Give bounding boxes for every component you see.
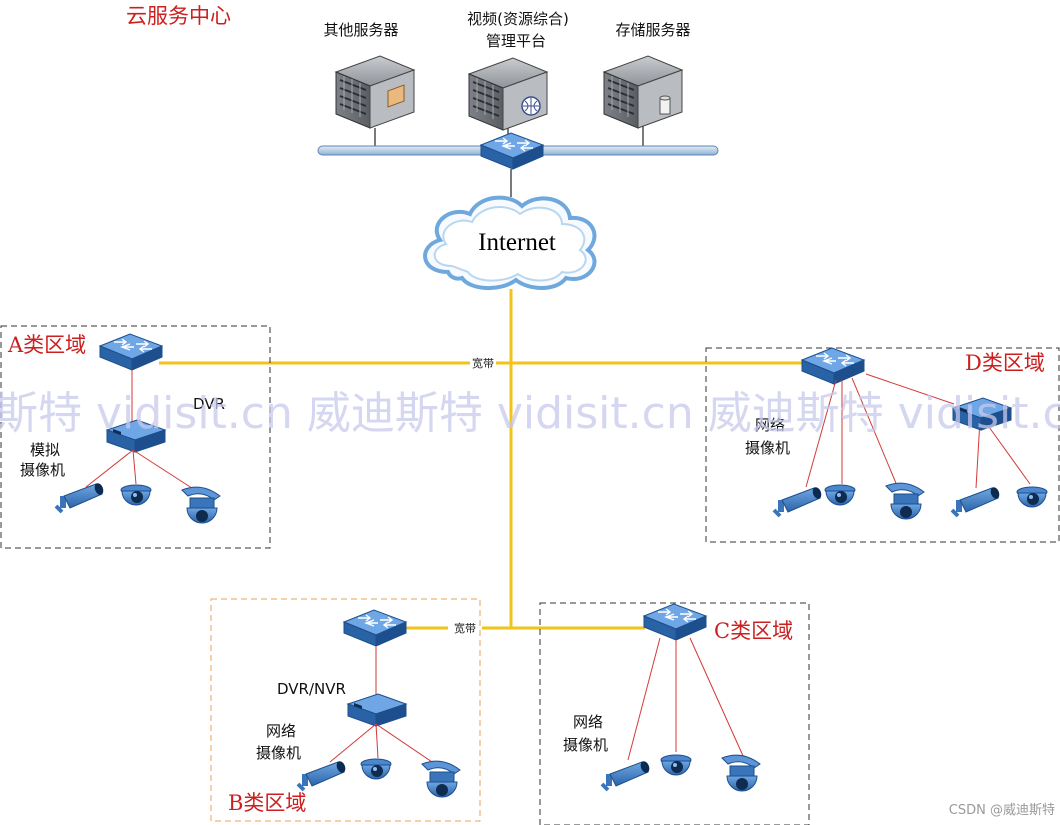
zone-d-bullet-camera-icon-1 bbox=[772, 483, 825, 518]
zone-a-ptz-camera-icon bbox=[181, 486, 221, 524]
zone-b-camera-label-2: 摄像机 bbox=[256, 744, 301, 762]
zone-b-dvr-icon bbox=[347, 693, 407, 727]
broadband-links bbox=[159, 289, 806, 630]
zone-d-bullet-camera-icon-2 bbox=[950, 483, 1003, 518]
zone-a-camera-label-2: 摄像机 bbox=[20, 461, 65, 479]
zone-b-ptz-camera-icon bbox=[421, 760, 461, 798]
zone-a-switch-icon bbox=[99, 333, 163, 371]
zone-d-switch-icon bbox=[801, 347, 865, 385]
internet-label: Internet bbox=[478, 229, 556, 256]
broadband-label-bottom: 宽带 bbox=[454, 621, 476, 635]
zone-b-bullet-camera-icon bbox=[296, 757, 349, 792]
zone-c-ptz-camera-icon bbox=[721, 754, 761, 792]
other-server-icon bbox=[335, 55, 415, 129]
zone-b-dome-camera-icon bbox=[360, 758, 392, 780]
zone-c-switch-icon bbox=[643, 603, 707, 641]
zone-b-dvr-label: DVR/NVR bbox=[277, 680, 346, 698]
video-platform-label-2: 管理平台 bbox=[486, 32, 546, 50]
storage-server-icon bbox=[603, 55, 683, 129]
zone-d-dome-camera-icon-1 bbox=[824, 484, 856, 506]
zone-d-dome-camera-icon-2 bbox=[1016, 486, 1048, 508]
zone-a-dvr-label: DVR bbox=[193, 395, 225, 413]
cloud-center-title: 云服务中心 bbox=[126, 4, 231, 28]
zone-d-camera-label-1: 网络 bbox=[755, 416, 785, 434]
zone-c-title: C类区域 bbox=[714, 619, 793, 643]
zone-a-bullet-camera-icon bbox=[54, 479, 107, 514]
zone-a-title: A类区域 bbox=[7, 333, 86, 357]
zone-c-bullet-camera-icon bbox=[600, 757, 653, 792]
internet-cloud bbox=[423, 195, 597, 291]
zone-c-box bbox=[539, 602, 810, 825]
broadband-label-top: 宽带 bbox=[472, 356, 494, 370]
watermark-text: 斯特 vidisit.cn 威迪斯特 vidisit.cn 威迪斯特 vidis… bbox=[0, 388, 1060, 439]
zone-a-box bbox=[0, 325, 271, 549]
zone-d-title: D类区域 bbox=[965, 351, 1045, 375]
zone-c-dome-camera-icon bbox=[660, 754, 692, 776]
zone-c-camera-label-2: 摄像机 bbox=[563, 736, 608, 754]
video-platform-server-icon bbox=[468, 57, 548, 131]
zone-d-box bbox=[705, 347, 1060, 543]
zone-a-camera-label-1: 模拟 bbox=[30, 441, 60, 459]
storage-server-label: 存储服务器 bbox=[615, 21, 690, 39]
zone-d-ptz-camera-icon bbox=[885, 482, 925, 520]
zone-d-camera-label-2: 摄像机 bbox=[745, 439, 790, 457]
zone-b-switch-icon bbox=[343, 609, 407, 647]
zone-b-box bbox=[210, 598, 481, 822]
zone-b-title: B类区域 bbox=[228, 791, 306, 815]
other-server-label: 其他服务器 bbox=[323, 21, 398, 39]
zone-c-camera-label-1: 网络 bbox=[573, 713, 603, 731]
zone-b-camera-label-1: 网络 bbox=[266, 722, 296, 740]
video-platform-label-1: 视频(资源综合) bbox=[467, 10, 569, 28]
zone-a-dome-camera-icon bbox=[120, 484, 152, 506]
core-switch-icon bbox=[480, 132, 544, 170]
csdn-credit: CSDN @威迪斯特 bbox=[949, 803, 1055, 818]
